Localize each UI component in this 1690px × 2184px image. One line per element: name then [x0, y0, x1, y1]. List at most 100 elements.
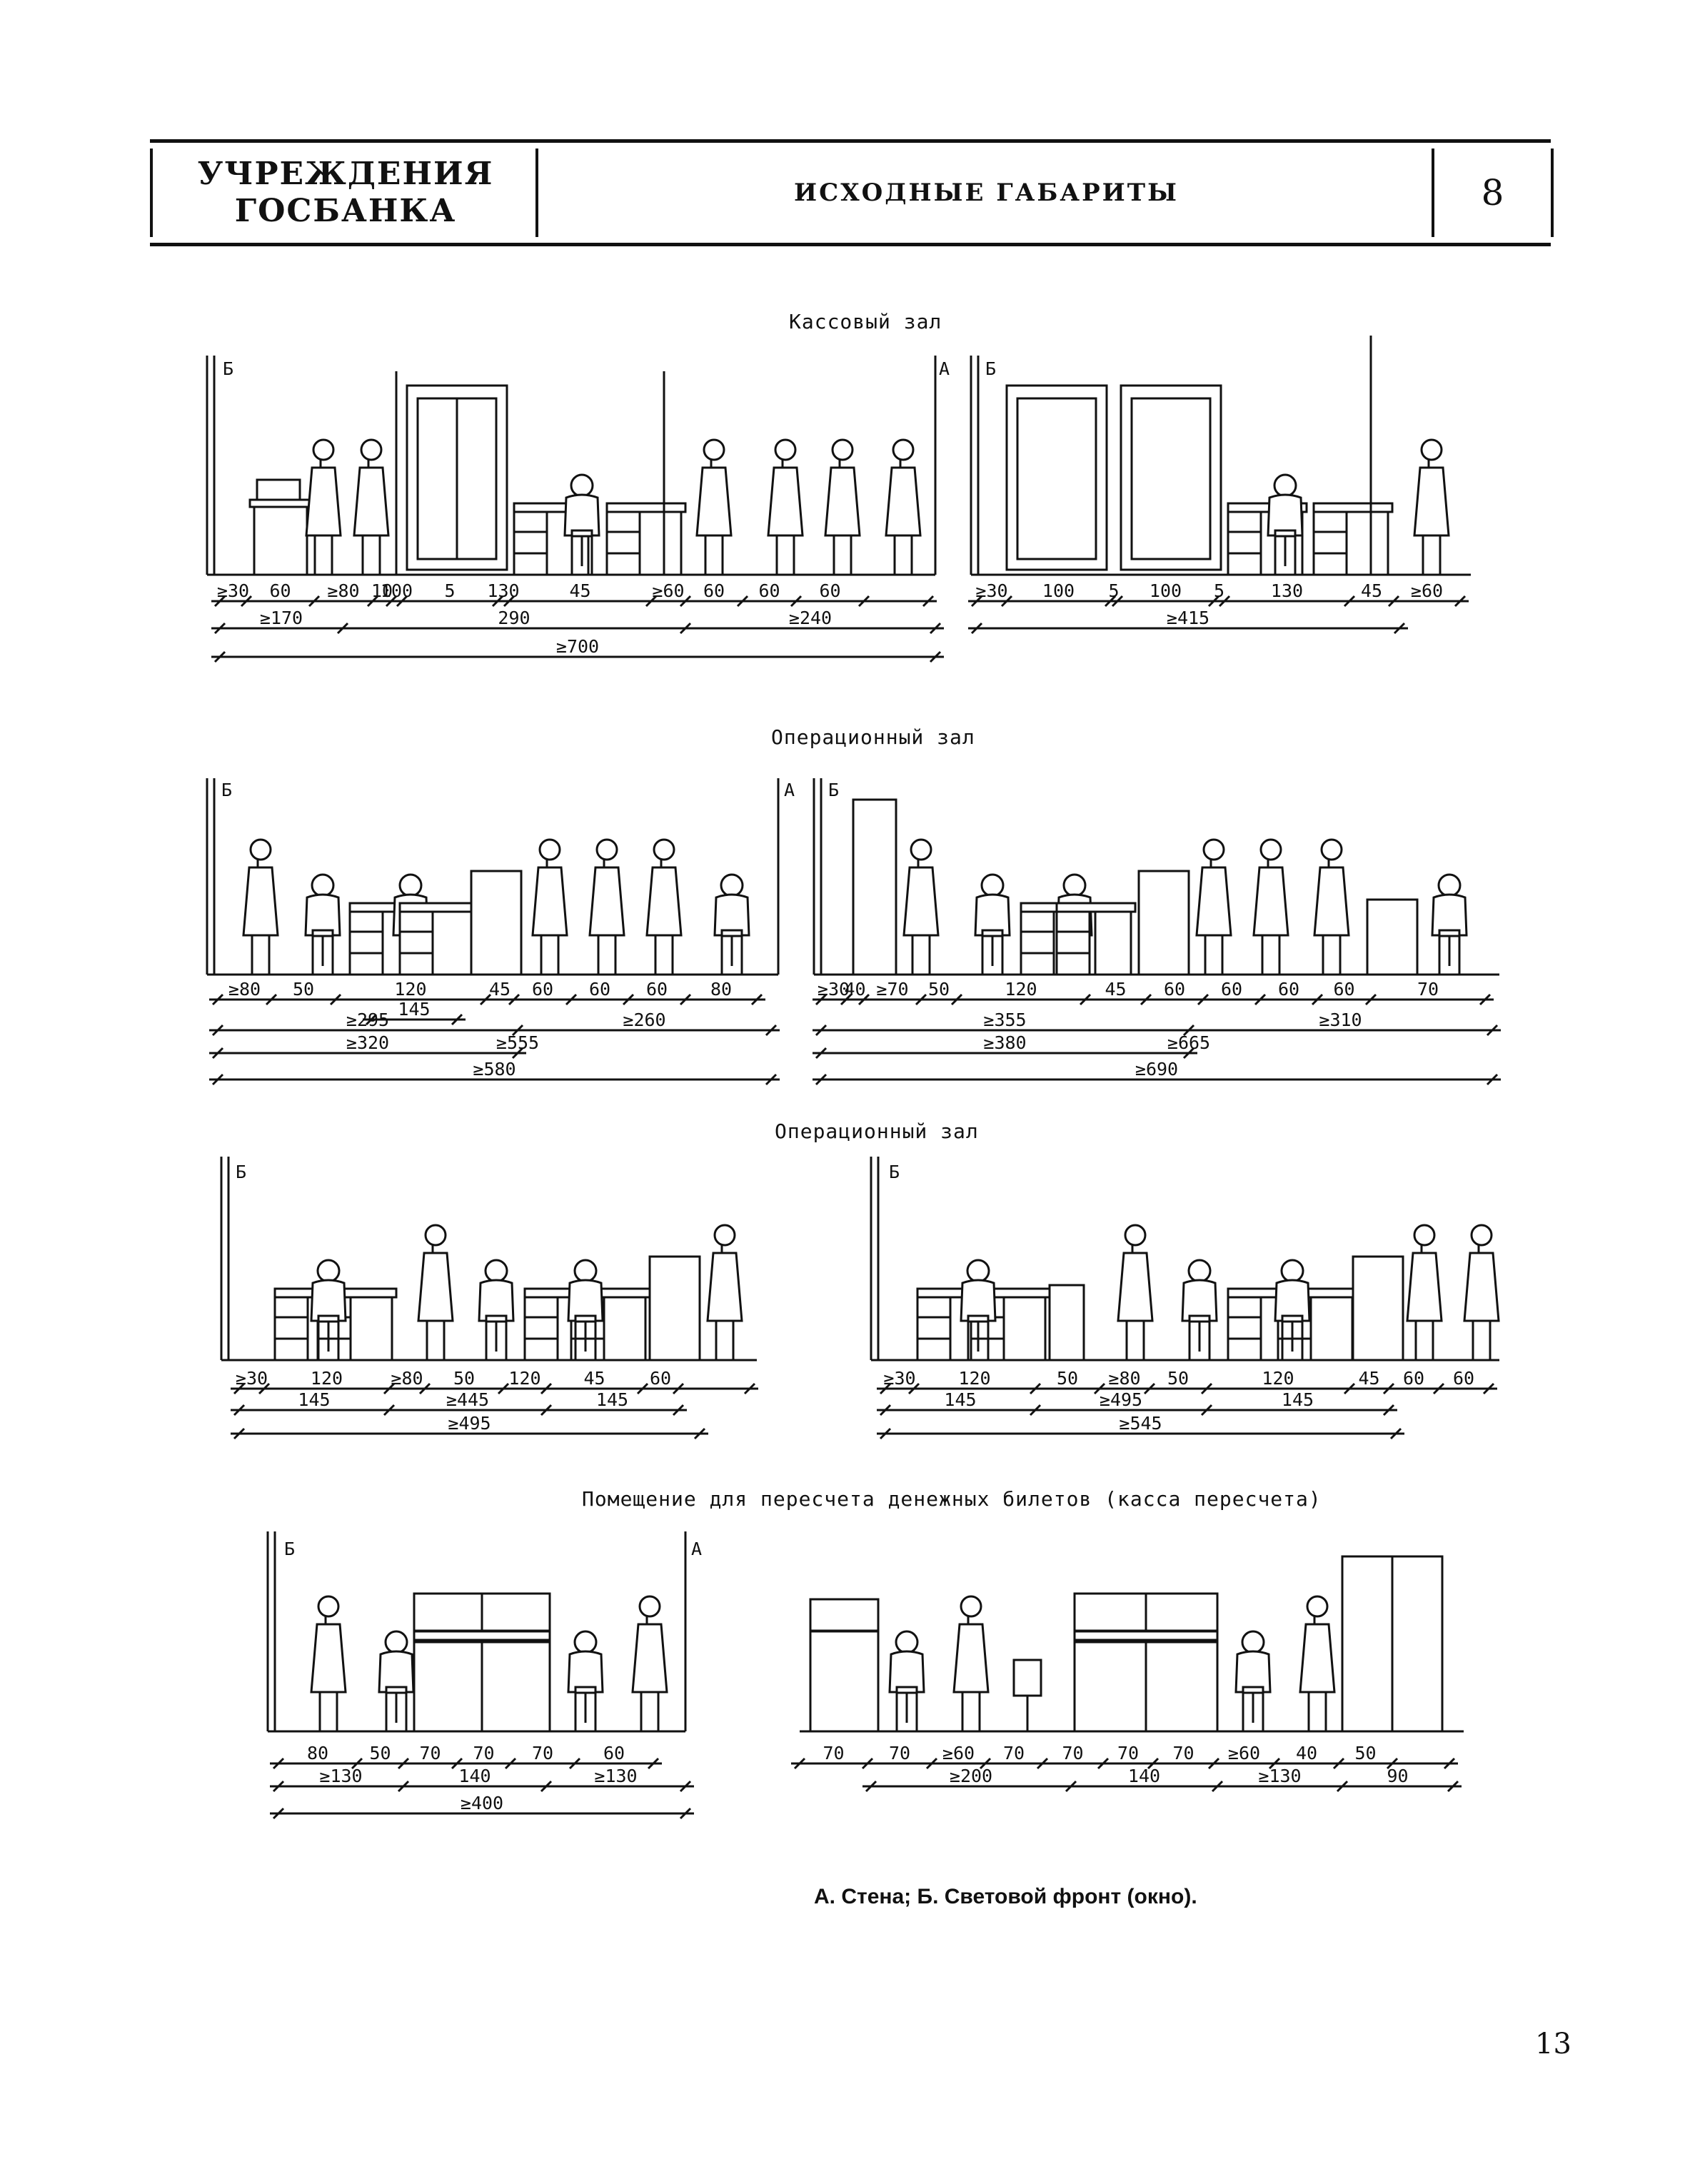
dimension-tick — [1200, 1404, 1213, 1416]
dimension-tick — [258, 1382, 271, 1395]
dimension-tick — [211, 993, 224, 1006]
dimension-label: ≥200 — [950, 1766, 992, 1786]
marker-window-7: Б — [284, 1539, 295, 1559]
dimension-tick — [365, 1013, 378, 1026]
dimension-tick — [336, 622, 349, 635]
dimension-label: 5 — [444, 580, 455, 601]
dimension-label: 45 — [569, 580, 590, 601]
dimension-tick — [1387, 595, 1400, 608]
dimension-label: 60 — [1164, 979, 1185, 1000]
section-title-cash-hall: Кассовый зал — [789, 310, 942, 333]
dimension-label: 40 — [844, 979, 865, 1000]
dimension-tick — [929, 622, 942, 635]
dimension-tick — [272, 1807, 285, 1820]
dimension-tick — [840, 993, 852, 1006]
dimension-label: ≥130 — [594, 1766, 637, 1786]
dimension-tick — [272, 1780, 285, 1793]
dimension-tick — [790, 595, 803, 608]
dimension-tick — [679, 993, 692, 1006]
dimension-tick — [1432, 1382, 1445, 1395]
dimension-label: ≥415 — [1167, 608, 1209, 628]
dimension-tick — [451, 1757, 463, 1770]
dimension-tick — [508, 993, 520, 1006]
dimension-label: 5 — [1214, 580, 1224, 601]
dimension-label: 50 — [1167, 1368, 1189, 1389]
dimension-label: 130 — [1271, 580, 1303, 601]
dimension-tick — [679, 1780, 692, 1793]
marker-wall-1: А — [939, 358, 950, 379]
dimension-label: ≥700 — [556, 636, 599, 657]
dimension-tick — [1079, 993, 1092, 1006]
dimension-label: 70 — [532, 1743, 553, 1763]
dimension-label: 45 — [583, 1368, 605, 1389]
dimension-tick — [272, 1757, 285, 1770]
dimension-label: 50 — [928, 979, 950, 1000]
dimension-label: ≥60 — [1228, 1743, 1260, 1763]
dimension-tick — [211, 1024, 224, 1037]
dimension-label: 70 — [1417, 979, 1439, 1000]
dimension-tick — [879, 1427, 892, 1440]
operations-hall-1-right-elevation — [813, 778, 1499, 976]
dimension-label: 70 — [1062, 1743, 1083, 1763]
dimension-tick — [397, 1780, 410, 1793]
dimension-tick — [922, 595, 935, 608]
dimension-label: 100 — [1150, 580, 1182, 601]
marker-window-5: Б — [236, 1162, 246, 1182]
dimension-tick — [1207, 595, 1220, 608]
dimension-tick — [815, 993, 828, 1006]
dimension-label: 45 — [1358, 1368, 1379, 1389]
dimension-tick — [418, 1382, 431, 1395]
dimension-tick — [1443, 1757, 1456, 1770]
dimension-tick — [497, 1382, 510, 1395]
dimension-label: 60 — [650, 1368, 671, 1389]
dimension-tick — [1486, 1024, 1499, 1037]
dimension-tick — [511, 1047, 524, 1060]
dimension-label: 60 — [269, 580, 291, 601]
dimension-tick — [679, 622, 692, 635]
dimension-tick — [736, 595, 749, 608]
dimension-tick — [1336, 1780, 1349, 1793]
dimension-tick — [265, 993, 278, 1006]
dimension-label: ≥30 — [217, 580, 249, 601]
dimension-label: 60 — [1453, 1368, 1474, 1389]
dimension-tick — [1036, 1757, 1049, 1770]
dimension-tick — [1389, 1427, 1402, 1440]
dimension-tick — [1029, 1382, 1042, 1395]
dimension-label: 70 — [889, 1743, 910, 1763]
dimension-label: 60 — [1221, 979, 1242, 1000]
dimension-label: 80 — [710, 979, 732, 1000]
dimension-label: 120 — [1262, 1368, 1294, 1389]
dimension-label: ≥260 — [623, 1010, 665, 1030]
dimension-tick — [743, 1382, 756, 1395]
dimension-tick — [979, 1757, 992, 1770]
dimension-label: 60 — [532, 979, 553, 1000]
dimension-label: 60 — [1403, 1368, 1424, 1389]
dimension-label: 5 — [1108, 580, 1119, 601]
operations-hall-2-left-elevation — [220, 1157, 757, 1362]
dimension-tick — [213, 650, 226, 663]
dimension-tick — [366, 595, 379, 608]
dimension-tick — [672, 1382, 685, 1395]
dimension-tick — [385, 595, 398, 608]
dimension-label: 120 — [958, 1368, 990, 1389]
dimension-tick — [1182, 1047, 1195, 1060]
marker-window-2: Б — [985, 358, 996, 379]
dimension-tick — [568, 1757, 581, 1770]
dimension-tick — [211, 1047, 224, 1060]
dimension-tick — [213, 595, 226, 608]
section-title-operations-hall-2: Операционный зал — [775, 1119, 979, 1143]
dimension-label: 50 — [293, 979, 314, 1000]
dimension-tick — [1207, 1757, 1220, 1770]
dimension-tick — [1111, 595, 1124, 608]
dimension-tick — [540, 1382, 553, 1395]
dimension-tick — [1447, 1780, 1459, 1793]
dimension-label: 60 — [819, 580, 840, 601]
dimension-tick — [491, 595, 504, 608]
dimension-label: 45 — [1105, 979, 1126, 1000]
dimension-tick — [233, 1404, 246, 1416]
dimension-tick — [636, 1382, 649, 1395]
dimension-tick — [622, 993, 635, 1006]
dimension-tick — [1182, 1024, 1195, 1037]
cash-hall-left-elevation — [206, 356, 937, 576]
dimension-tick — [540, 1780, 553, 1793]
